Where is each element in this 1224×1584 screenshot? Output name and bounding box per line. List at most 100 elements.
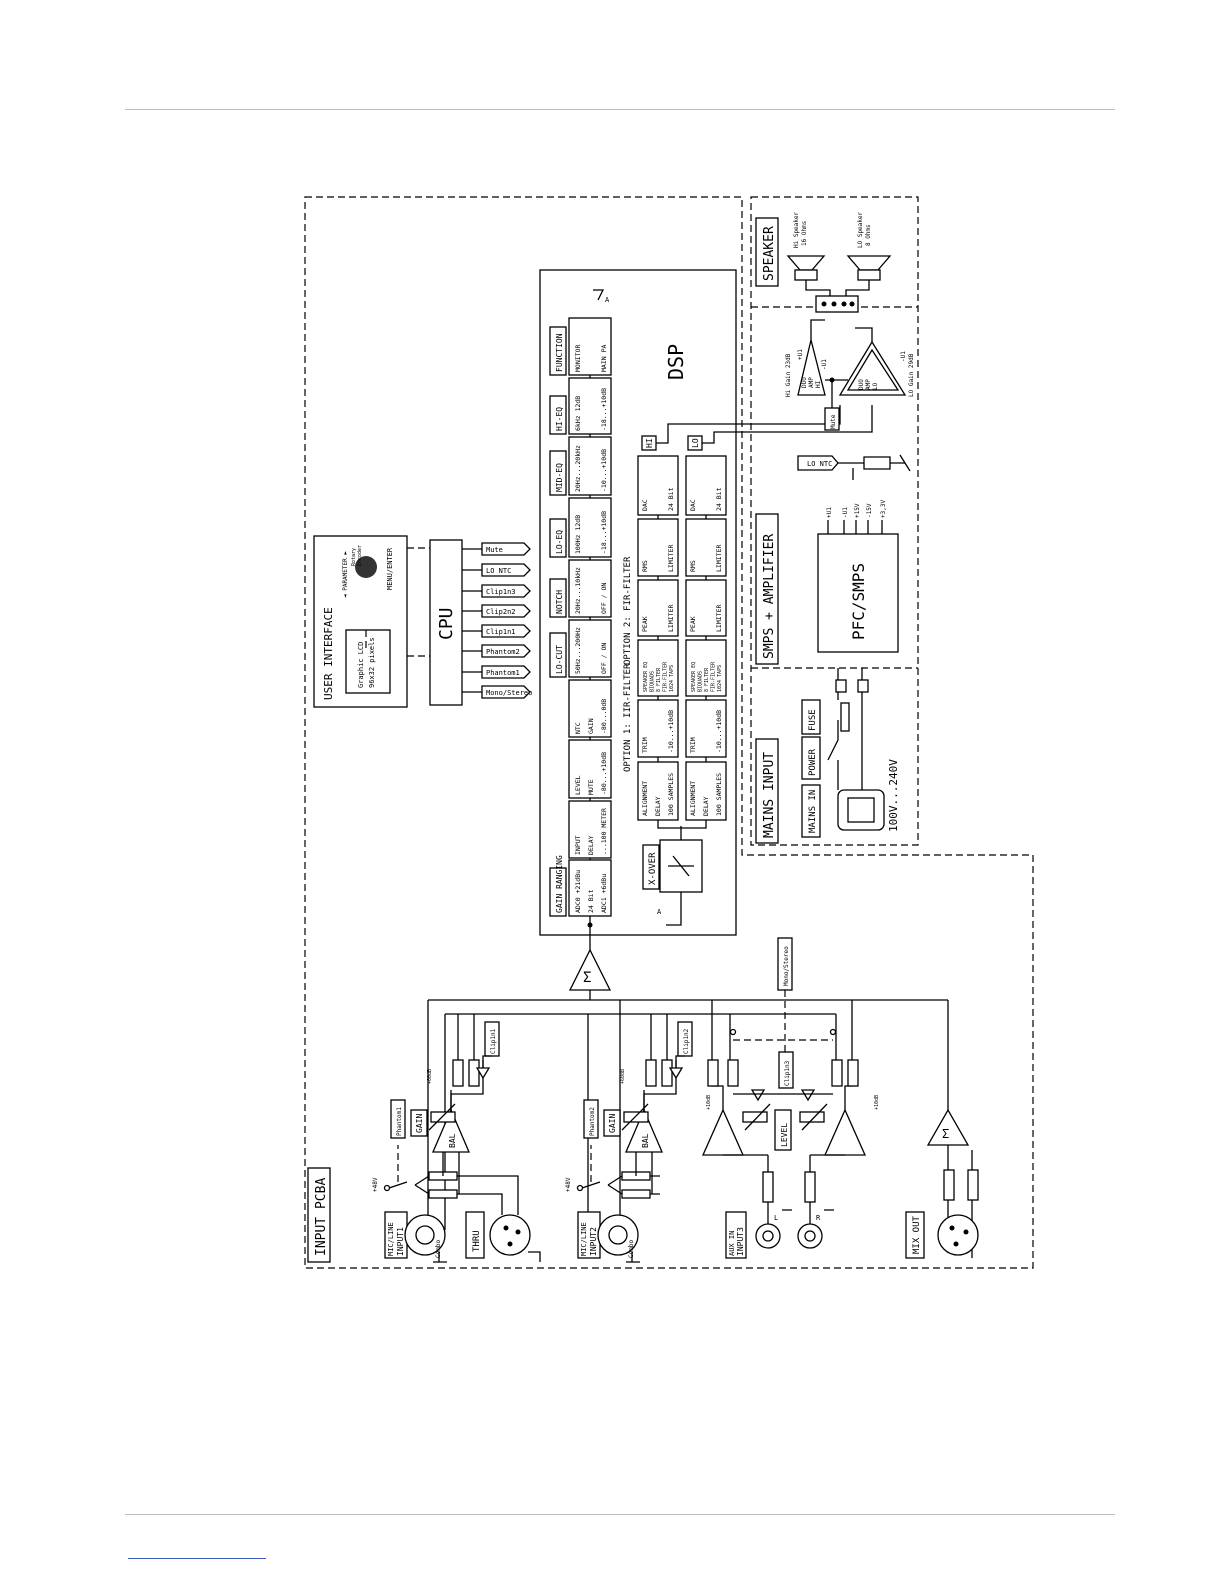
dsp-chain-text: -10...+10dB — [667, 710, 675, 753]
svg-text:96x32 pixels: 96x32 pixels — [368, 637, 376, 688]
parameter-label: ◄ PARAMETER ► — [342, 551, 349, 598]
cpu-signal-tag: LO NTC — [462, 563, 531, 577]
speaker-title: SPEAKER — [755, 217, 779, 287]
user-interface-title: USER INTERFACE — [322, 607, 335, 700]
pad-label: +60dB — [620, 1069, 626, 1084]
smps-title: SMPS + AMPLIFIER — [755, 513, 779, 665]
svg-text:8 Ohms: 8 Ohms — [865, 224, 872, 246]
amp-hi: DUO AMP HI Hi Gain 23dB +U1 -U1 — [785, 339, 828, 397]
cpu-signal-label: Clip1n3 — [486, 588, 516, 596]
smps-rail-label: +15V — [854, 503, 861, 518]
dsp-chain-text: LIMITER — [667, 605, 675, 632]
svg-text:LO NTC: LO NTC — [807, 460, 832, 468]
dsp-chain-text: 100 SAMPLES — [715, 773, 723, 816]
dsp-chain-text: TRIM — [641, 737, 649, 753]
dsp-output-tags: HI LO — [641, 405, 873, 451]
svg-text:16 Ohms: 16 Ohms — [801, 220, 808, 246]
dsp-block-text: 20Hz...10kHz — [574, 567, 582, 614]
dsp-chain-text: DELAY — [654, 796, 662, 816]
dsp-chain-text: PEAK — [641, 616, 649, 632]
phantom-voltage-label: +48V — [565, 1177, 572, 1192]
dsp-block-title: GAIN RANGING — [555, 855, 564, 913]
svg-text:CPU: CPU — [436, 607, 457, 640]
dsp-chain-text: RMS — [641, 560, 649, 572]
dsp-chain-text: BIQUADS — [650, 671, 656, 692]
dsp-block-text: MAIN PA — [600, 345, 608, 372]
dsp-block-stage: LO-EQ 100Hz 12dB -18...+10dB — [549, 495, 612, 558]
svg-text:FUSE: FUSE — [808, 709, 818, 731]
cpu-signal-label: Clip1n1 — [486, 628, 516, 636]
svg-text:MAINS IN: MAINS IN — [808, 790, 818, 833]
smps-rail-label: -15V — [866, 503, 873, 518]
dsp-chain-text: 8 FILTER — [656, 667, 662, 692]
cpu-signal-tag: Mono/Stereo — [462, 685, 532, 699]
svg-text:HI: HI — [645, 438, 654, 448]
footer-link[interactable] — [128, 1558, 266, 1559]
clip-tag: Clip1n1 — [490, 1028, 497, 1054]
smps-rail-label: -U1 — [842, 507, 849, 518]
cpu-signal-label: Phantom2 — [486, 648, 520, 656]
dsp-block-title: FUNCTION — [555, 333, 564, 372]
svg-text:100V...240V: 100V...240V — [887, 759, 900, 832]
svg-text:OPTION 1: IIR-FILTER: OPTION 1: IIR-FILTER — [623, 663, 633, 772]
dsp-chain-text: SPEAKER EQ — [643, 662, 649, 692]
dsp-block-text: 100Hz 12dB — [574, 515, 582, 554]
dsp-chain-text: TRIM — [689, 737, 697, 753]
svg-text:+U1: +U1 — [797, 349, 804, 360]
footer-rule — [125, 1514, 1115, 1515]
dsp-chain-text: LIMITER — [715, 605, 723, 632]
lo-speaker: LO Speaker 8 Ohms — [845, 211, 892, 296]
dsp-chain-text: 24 Bit — [715, 487, 723, 511]
rotary-encoder[interactable] — [355, 556, 377, 578]
svg-text:X-OVER: X-OVER — [648, 852, 658, 885]
gain-label: GAIN — [608, 1114, 617, 1133]
dsp-chain-text: BIQUADS — [698, 671, 704, 692]
svg-text:LO: LO — [872, 382, 879, 390]
dsp-options: OPTION 1: IIR-FILTER OPTION 2: FIR-FILTE… — [623, 556, 633, 772]
cpu-signal-tag: Clip1n3 — [462, 584, 531, 598]
svg-text:MIX OUT: MIX OUT — [912, 1215, 922, 1254]
mute-tag: Mute — [824, 407, 840, 431]
dsp-chain-text: 1024 TAPS — [669, 665, 675, 692]
svg-text:Hi Gain 23dB: Hi Gain 23dB — [785, 353, 792, 397]
svg-text:Σ: Σ — [942, 1127, 949, 1141]
dsp-block-text: DELAY — [587, 835, 595, 855]
dsp-block-text: -18...+10dB — [600, 511, 608, 554]
combo-label: Combo — [435, 1240, 442, 1258]
dsp-block-title: LO-CUT — [555, 645, 564, 674]
pad-label: +60dB — [427, 1069, 433, 1084]
mains-input-title: MAINS INPUT — [755, 738, 779, 844]
lo-ntc: LO NTC — [797, 454, 911, 480]
cpu-signal-tag: Mute — [462, 542, 531, 556]
input-pcba-title: INPUT PCBA — [307, 1167, 331, 1263]
pad-label: +10dB — [874, 1095, 880, 1110]
clip-tag: Clip1n3 — [784, 1060, 791, 1086]
smps-block: PFC/SMPS — [817, 520, 899, 653]
gain-label: GAIN — [415, 1114, 424, 1133]
bal-label: BAL — [448, 1133, 457, 1148]
svg-text:INPUT PCBA: INPUT PCBA — [314, 1178, 329, 1256]
dsp-chain-text: 24 Bit — [667, 487, 675, 511]
dsp-block-text: 6kHz 12dB — [574, 396, 582, 431]
svg-text:Mute: Mute — [830, 414, 837, 429]
dsp-chain-text: 8 FILTER — [704, 667, 710, 692]
svg-text:AMP: AMP — [865, 379, 872, 390]
dsp-block-text: -80...+10dB — [600, 752, 608, 795]
dsp-block-title: LO-EQ — [555, 530, 564, 554]
svg-text:PFC/SMPS: PFC/SMPS — [849, 563, 868, 640]
phantom-tag: Phantom2 — [589, 1107, 596, 1136]
graphic-lcd: Graphic LCD 96x32 pixels — [345, 629, 391, 694]
speaker-terminal — [815, 295, 859, 313]
svg-text:HI: HI — [815, 380, 822, 388]
input-label: MIC/LINE — [580, 1222, 588, 1256]
hi-speaker: Hi Speaker 16 Ohms — [786, 211, 831, 296]
cpu-signal-tag: Clip1n1 — [462, 624, 531, 638]
